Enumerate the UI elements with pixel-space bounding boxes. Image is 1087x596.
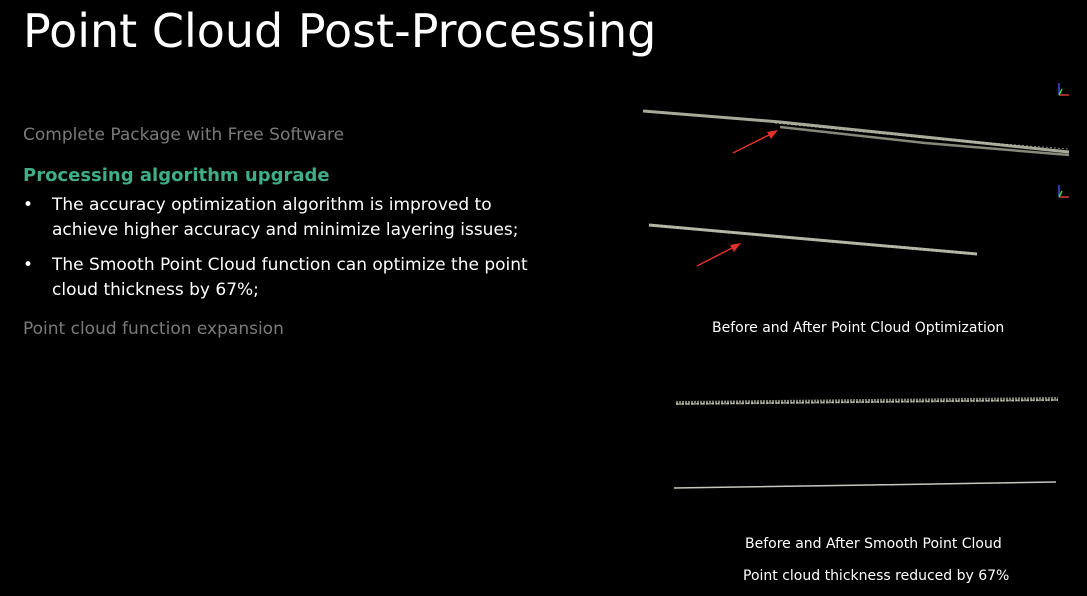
smooth-caption-title: Before and After Smooth Point Cloud	[745, 536, 1002, 552]
section-complete-package: Complete Package with Free Software	[23, 125, 345, 145]
point-cloud-optimization-figure	[642, 83, 1070, 267]
point-cloud-before-optimization	[642, 109, 1070, 157]
bullet-text: The accuracy optimization algorithm is i…	[52, 195, 519, 240]
section-function-expansion: Point cloud function expansion	[23, 319, 284, 339]
point-cloud-after-smooth	[673, 481, 1057, 489]
smooth-point-cloud-figure	[673, 397, 1059, 489]
point-cloud-after-optimization	[648, 223, 978, 256]
bullet-text: The Smooth Point Cloud function can opti…	[52, 255, 528, 300]
bullet-list: • The accuracy optimization algorithm is…	[23, 193, 563, 313]
bullet-marker: •	[23, 255, 34, 275]
section-processing-algorithm: Processing algorithm upgrade	[23, 165, 330, 186]
bullet-item-accuracy: • The accuracy optimization algorithm is…	[23, 193, 563, 243]
axis-gizmo-icon	[1058, 83, 1069, 96]
point-cloud-before-smooth	[675, 397, 1059, 405]
slide-title: Point Cloud Post-Processing	[23, 4, 657, 58]
red-arrow-icon	[732, 130, 778, 154]
bullet-marker: •	[23, 195, 34, 215]
red-arrow-icon	[696, 243, 741, 267]
axis-gizmo-icon	[1058, 185, 1069, 198]
optimization-caption: Before and After Point Cloud Optimizatio…	[712, 320, 1005, 336]
bullet-item-smooth: • The Smooth Point Cloud function can op…	[23, 253, 563, 303]
smooth-caption-result: Point cloud thickness reduced by 67%	[743, 568, 1010, 584]
